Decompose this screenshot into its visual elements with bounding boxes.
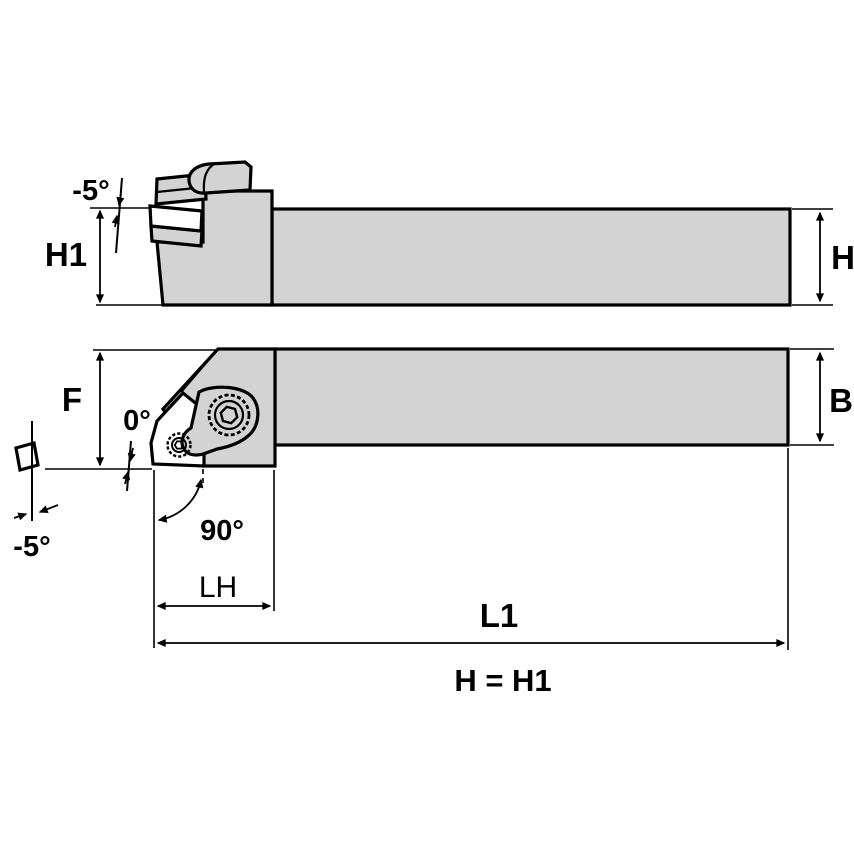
shank-plan [273,347,790,447]
angle-arrow [122,470,131,485]
screw-serration [207,393,251,437]
dimension-b: B [790,348,853,446]
dimension-h: H [792,208,854,306]
clamp-nose-curve [202,162,217,193]
insert-screw-icon [166,432,192,458]
screw-head [213,399,245,431]
label-h: H [831,239,854,276]
label-rake-top: -5° [72,175,109,207]
label-zero-deg: 0° [123,405,151,437]
label-b: B [829,382,853,419]
angle-reference-line [126,440,132,492]
clamp-screw-icon [207,393,251,437]
angle-ninety: 90° [157,469,244,547]
dimension-l1: L1 [156,448,789,650]
dimension-h1: H1 [45,207,164,306]
dimension-lh: LH [153,470,275,648]
screw-socket [173,440,185,450]
angle-arrow [13,512,28,521]
head-chamfer-edge [180,350,217,393]
screw-socket [219,405,239,425]
label-f: F [62,381,82,418]
plan-view: F 0° -5° 90° B [13,347,853,698]
label-equation: H = H1 [454,663,551,698]
angle-rake-bottom: -5° [13,421,59,563]
angle-arrow [116,193,125,207]
insert-side [148,204,204,233]
insert-section [14,440,40,473]
label-ninety-deg: 90° [200,515,244,547]
dimension-f: F [62,349,218,467]
label-h1: H1 [45,236,87,273]
label-rake-bottom: -5° [13,531,50,563]
angle-arrow [38,504,59,514]
angle-reference-line [115,177,123,254]
label-lh: LH [199,571,237,604]
screw-head [171,437,187,453]
angle-arrow [111,214,120,228]
angle-arrow [127,447,136,463]
angle-rake-top: -5° [72,175,125,254]
angle-zero: 0° [122,405,151,492]
shank-side [270,207,792,307]
clamp-side [187,160,253,195]
screw-serration [166,432,192,458]
label-l1: L1 [480,597,519,634]
angle-arc [157,478,204,523]
side-view: H1 -5° H [45,160,854,307]
